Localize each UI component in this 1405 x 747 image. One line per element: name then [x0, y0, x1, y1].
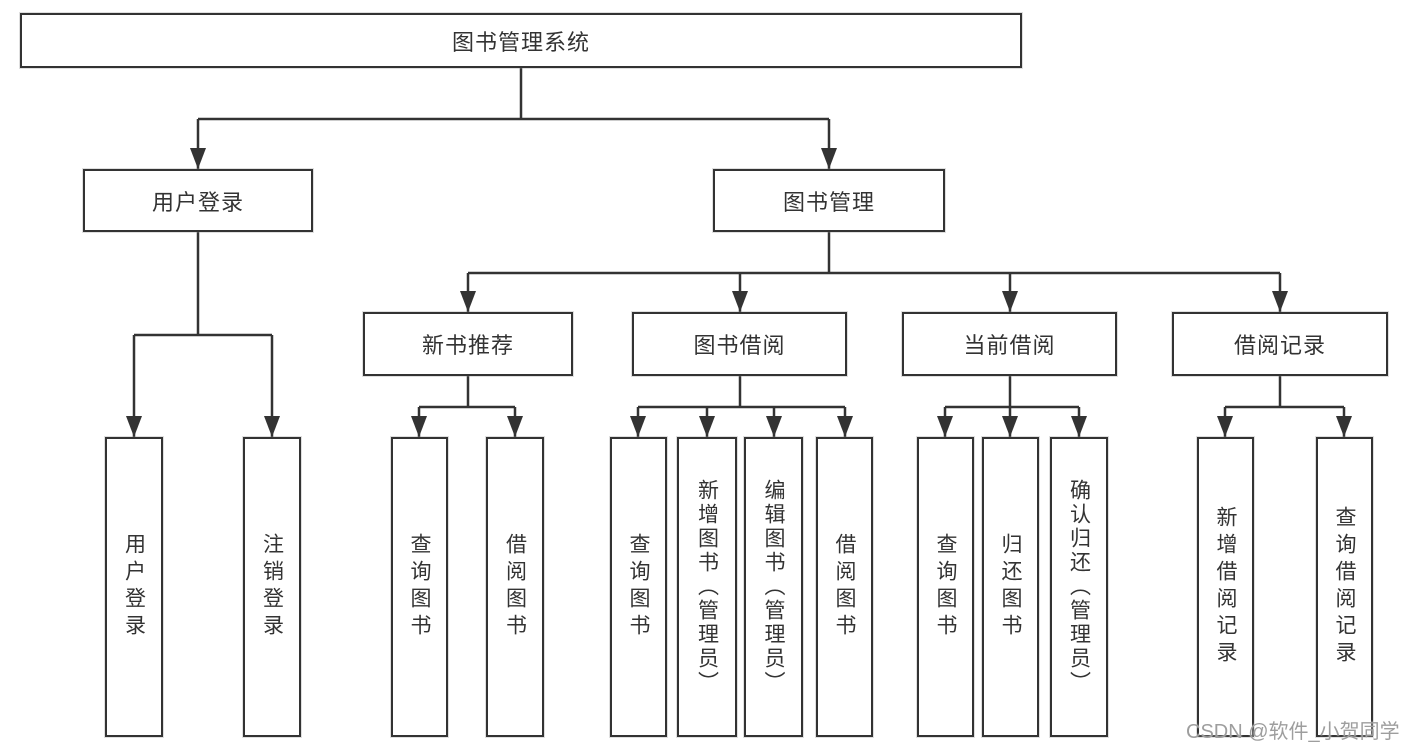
node-book-management: 图书管理 [713, 169, 945, 232]
leaf-add-books-admin: 新增图书（管理员） [677, 437, 737, 737]
watermark: CSDN @软件_小贺同学 [1186, 721, 1400, 743]
leaf-query-books-recommend: 查询图书 [391, 437, 448, 737]
leaf-borrow-books: 借阅图书 [816, 437, 873, 737]
node-current-borrow: 当前借阅 [902, 312, 1117, 376]
leaf-return-books-label: 归还图书 [999, 533, 1022, 641]
leaf-edit-books-admin-label: 编辑图书（管理员） [762, 479, 785, 695]
leaf-query-borrow-record: 查询借阅记录 [1316, 437, 1373, 737]
node-new-book-recommend: 新书推荐 [363, 312, 573, 376]
leaf-borrow-books-label: 借阅图书 [833, 533, 856, 641]
leaf-return-books: 归还图书 [982, 437, 1039, 737]
leaf-add-borrow-record-label: 新增借阅记录 [1214, 506, 1237, 668]
leaf-add-borrow-record: 新增借阅记录 [1197, 437, 1254, 737]
leaf-borrow-books-recommend-label: 借阅图书 [503, 533, 527, 641]
leaf-edit-books-admin: 编辑图书（管理员） [744, 437, 803, 737]
leaf-user-login-label: 用户登录 [122, 533, 146, 641]
leaf-confirm-return-admin: 确认归还（管理员） [1050, 437, 1108, 737]
leaf-query-books-recommend-label: 查询图书 [408, 533, 431, 641]
leaf-query-borrow-record-label: 查询借阅记录 [1333, 506, 1356, 668]
leaf-add-books-admin-label: 新增图书（管理员） [695, 479, 719, 695]
leaf-user-login: 用户登录 [105, 437, 163, 737]
node-book-borrow: 图书借阅 [632, 312, 847, 376]
node-root: 图书管理系统 [20, 13, 1022, 68]
leaf-confirm-return-admin-label: 确认归还（管理员） [1067, 479, 1091, 695]
node-user-login: 用户登录 [83, 169, 313, 232]
leaf-logout-login: 注销登录 [243, 437, 301, 737]
leaf-query-books-current: 查询图书 [917, 437, 974, 737]
leaf-query-books-current-label: 查询图书 [934, 533, 957, 641]
leaf-borrow-books-recommend: 借阅图书 [486, 437, 544, 737]
leaf-logout-login-label: 注销登录 [260, 533, 284, 641]
node-borrow-records: 借阅记录 [1172, 312, 1388, 376]
leaf-query-books-borrow-label: 查询图书 [627, 533, 650, 641]
leaf-query-books-borrow: 查询图书 [610, 437, 667, 737]
